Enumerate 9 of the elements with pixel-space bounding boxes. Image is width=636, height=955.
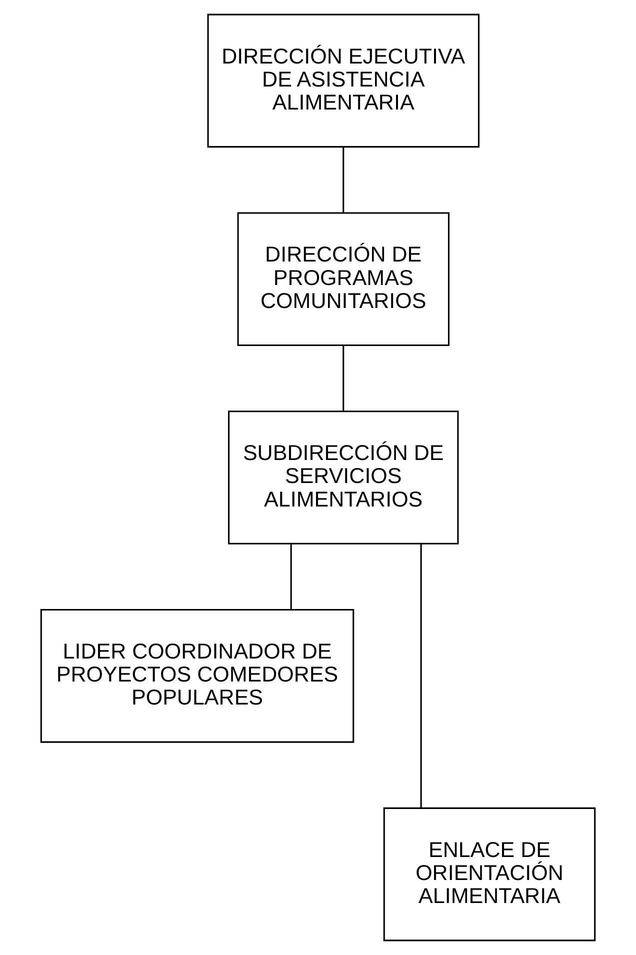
node-box: LIDER COORDINADOR DE PROYECTOS COMEDORES POPULARES — [40, 609, 354, 743]
connector — [342, 147, 344, 212]
node-box: ENLACE DE ORIENTACIÓN ALIMENTARIA — [383, 807, 596, 942]
node-box: SUBDIRECCIÓN DE SERVICIOS ALIMENTARIOS — [228, 410, 459, 544]
node-box: DIRECCIÓN EJECUTIVA DE ASISTENCIA ALIMENTARIA — [207, 14, 480, 148]
node-box: DIRECCIÓN DE PROGRAMAS COMUNITARIOS — [237, 212, 450, 346]
connector — [342, 346, 344, 411]
connector — [420, 544, 422, 808]
connector — [290, 544, 292, 610]
